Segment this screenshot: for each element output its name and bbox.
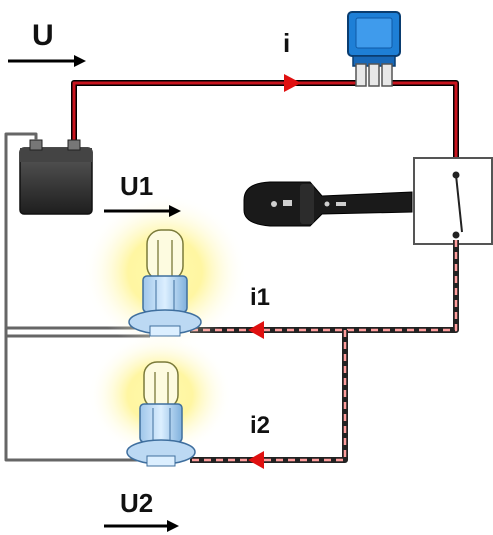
feed-wire [71, 80, 459, 173]
light-switch-stalk [243, 181, 413, 227]
fuse [347, 11, 401, 87]
lamp1-voltage-arrow [104, 205, 181, 217]
lamp2-voltage-arrow [104, 520, 179, 532]
source-current-label: i [283, 28, 290, 58]
source-voltage-label: U [32, 19, 54, 52]
lamp1-current-label: i1 [250, 284, 270, 311]
switch-box [413, 157, 493, 245]
lamp1-return-wire [190, 240, 459, 333]
source-voltage-arrow [8, 55, 86, 67]
source-current-arrow [284, 74, 301, 92]
battery [19, 139, 93, 215]
lamp2-voltage-label: U2 [120, 488, 153, 518]
lamp1-current-arrow [248, 321, 264, 339]
lamp-1 [83, 194, 247, 350]
lamp1-voltage-label: U1 [120, 171, 153, 201]
lamp2-current-arrow [248, 451, 264, 469]
lamp2-current-label: i2 [250, 412, 270, 439]
lamp2-return-wire [190, 330, 348, 463]
lamp-2 [88, 333, 232, 467]
